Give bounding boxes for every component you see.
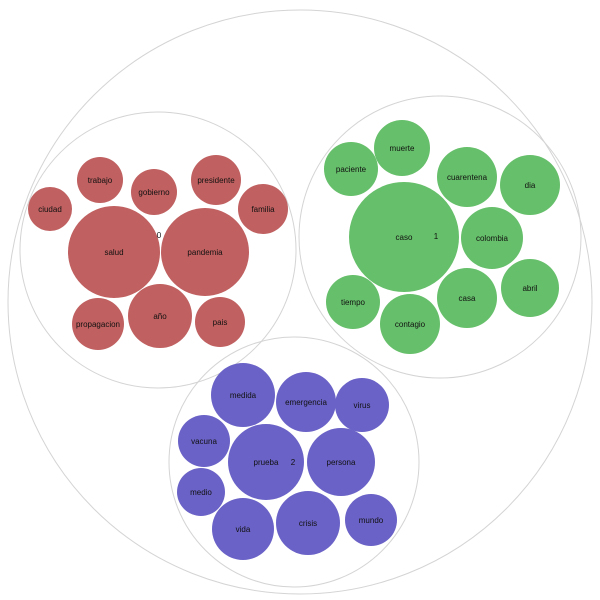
cluster-id-label-2: 2 [291,458,296,467]
bubble-label-familia: familia [251,205,275,214]
bubble-prueba [228,424,304,500]
bubble-label-contagio: contagio [395,320,426,329]
bubble-label-vida: vida [236,525,251,534]
bubble-abril [501,259,559,317]
bubble-label-cuarentena: cuarentena [447,173,488,182]
bubble-propagacion [72,298,124,350]
bubble-label-dia: dia [525,181,536,190]
cluster-ring-0 [19,111,297,389]
bubble-virus [335,378,389,432]
bubble-label-ciudad: ciudad [38,205,62,214]
bubble-label-mundo: mundo [359,516,384,525]
bubble-pais [195,297,245,347]
bubble-medio [177,468,225,516]
cluster-1: caso muerte paciente cuarentena dia colombia t… [324,120,560,354]
cluster-ring-1 [298,95,582,379]
bubble-cuarentena [437,147,497,207]
bubble-layer: salud pandemia trabajo gobierno presidente ci… [28,120,560,560]
bubble-label-prueba: prueba [254,458,279,467]
bubble-label-salud: salud [104,248,123,257]
bubble-label-abril: abril [522,284,537,293]
bubble-casa [437,268,497,328]
bubble-label-persona: persona [327,458,356,467]
bubble-label-propagacion: propagacion [76,320,120,329]
bubble-label-muerte: muerte [390,144,415,153]
bubble-ciudad [28,187,72,231]
bubble-label-crisis: crisis [299,519,317,528]
bubble-muerte [374,120,430,176]
bubble-salud [68,206,160,298]
bubble-mundo [345,494,397,546]
bubble-label-caso: caso [396,233,413,242]
bubble-label-paciente: paciente [336,165,367,174]
bubble-gobierno [131,169,177,215]
bubble-vacuna [178,415,230,467]
bubble-label-año: año [153,312,167,321]
bubble-pandemia [161,208,249,296]
bubble-label-tiempo: tiempo [341,298,366,307]
bubble-año [128,284,192,348]
bubble-trabajo [77,157,123,203]
bubble-label-presidente: presidente [197,176,235,185]
bubble-label-colombia: colombia [476,234,509,243]
bubble-label-trabajo: trabajo [88,176,113,185]
bubble-dia [500,155,560,215]
cluster-id-label-1: 1 [434,232,439,241]
bubble-label-medio: medio [190,488,212,497]
cluster-ring-2 [168,336,420,588]
bubble-familia [238,184,288,234]
bubble-crisis [276,491,340,555]
outer-ring [7,9,593,595]
bubble-label-gobierno: gobierno [138,188,170,197]
bubble-label-pais: pais [213,318,228,327]
bubble-emergencia [276,372,336,432]
bubble-label-vacuna: vacuna [191,437,217,446]
bubble-medida [211,363,275,427]
bubble-label-medida: medida [230,391,257,400]
cluster-id-label-0: 0 [157,231,162,240]
bubble-label-pandemia: pandemia [187,248,223,257]
cluster-0: salud pandemia trabajo gobierno presidente ci… [28,155,288,350]
bubble-label-casa: casa [459,294,476,303]
bubble-presidente [191,155,241,205]
bubble-caso [349,182,459,292]
bubble-persona [307,428,375,496]
cluster-2: prueba persona crisis medida emergencia virus… [177,363,397,560]
bubble-paciente [324,142,378,196]
bubble-tiempo [326,275,380,329]
bubble-vida [212,498,274,560]
bubble-colombia [461,207,523,269]
bubble-contagio [380,294,440,354]
bubble-label-virus: virus [354,401,371,410]
bubble-label-emergencia: emergencia [285,398,327,407]
